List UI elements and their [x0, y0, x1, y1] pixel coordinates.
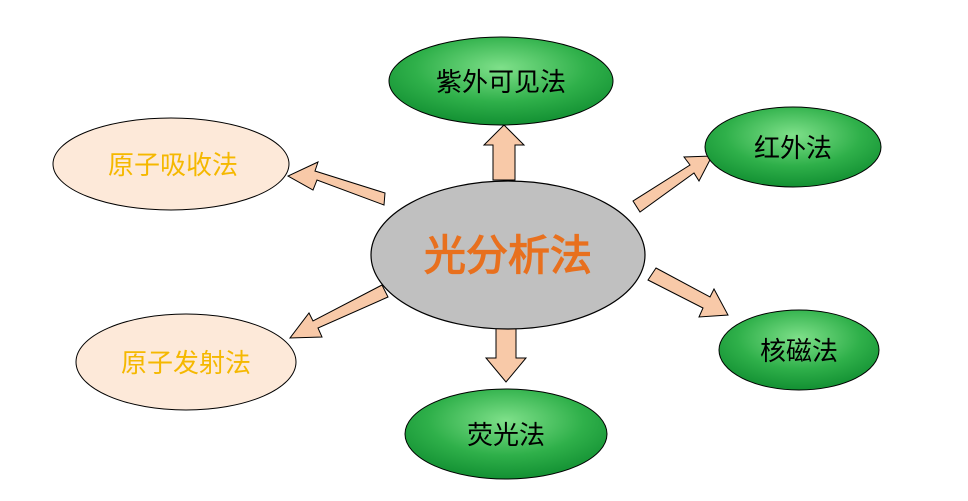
- node-uv-vis-label: 紫外可见法: [436, 68, 566, 98]
- center-node: [370, 180, 646, 330]
- node-atomic-absorption-label: 原子吸收法: [108, 151, 238, 181]
- arrow-to-uv-vis: [482, 124, 526, 181]
- node-infrared: [704, 106, 882, 188]
- node-atomic-emission: [75, 313, 297, 411]
- arrow-to-atomic-absorption: [286, 161, 386, 206]
- arrow-to-fluorescence: [484, 324, 528, 383]
- arrow-to-infrared: [632, 155, 713, 213]
- node-nmr: [718, 309, 880, 391]
- node-atomic-emission-label: 原子发射法: [121, 349, 251, 379]
- node-infrared-label: 红外法: [754, 134, 832, 164]
- node-atomic-absorption: [52, 117, 290, 211]
- arrow-to-atomic-emission: [288, 284, 389, 339]
- arrow-to-nmr: [647, 267, 729, 318]
- node-fluorescence-label: 荧光法: [467, 421, 545, 451]
- node-uv-vis: [388, 36, 614, 126]
- node-fluorescence: [404, 388, 608, 480]
- node-nmr-label: 核磁法: [760, 337, 838, 367]
- center-label: 光分析法: [424, 231, 592, 280]
